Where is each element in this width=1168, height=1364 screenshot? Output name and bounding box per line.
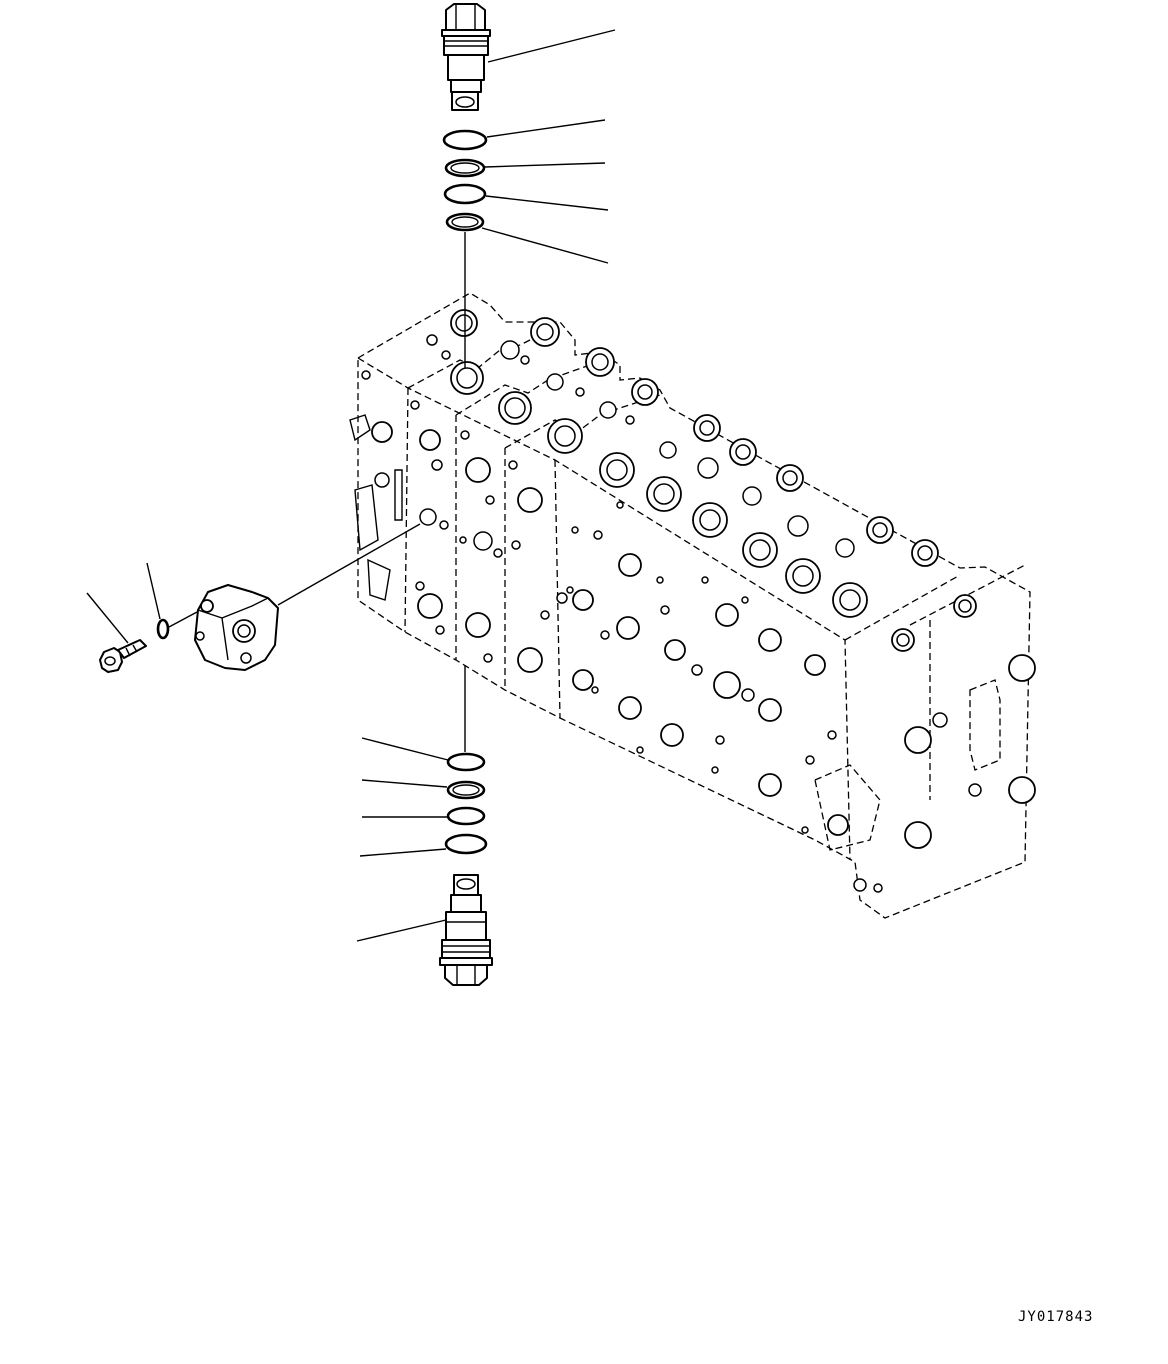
backup-ring-lower-2 xyxy=(359,833,488,857)
control-valve-body xyxy=(357,292,1036,919)
washer xyxy=(146,562,198,640)
o-ring-upper-1 xyxy=(442,119,606,151)
backup-ring-upper-2 xyxy=(445,212,609,264)
backup-ring-lower-1 xyxy=(361,779,486,800)
backup-ring-upper-1 xyxy=(444,158,606,178)
o-ring-upper-2 xyxy=(443,183,609,211)
bolt xyxy=(86,592,147,673)
o-ring-lower-1 xyxy=(361,737,486,772)
cover-block xyxy=(194,523,421,671)
body-left-bracket xyxy=(349,414,403,601)
relief-valve-upper xyxy=(441,3,616,111)
relief-valve-lower xyxy=(356,874,493,986)
o-ring-lower-2 xyxy=(362,806,486,826)
drawing-code: JY017843 xyxy=(1018,1309,1094,1325)
